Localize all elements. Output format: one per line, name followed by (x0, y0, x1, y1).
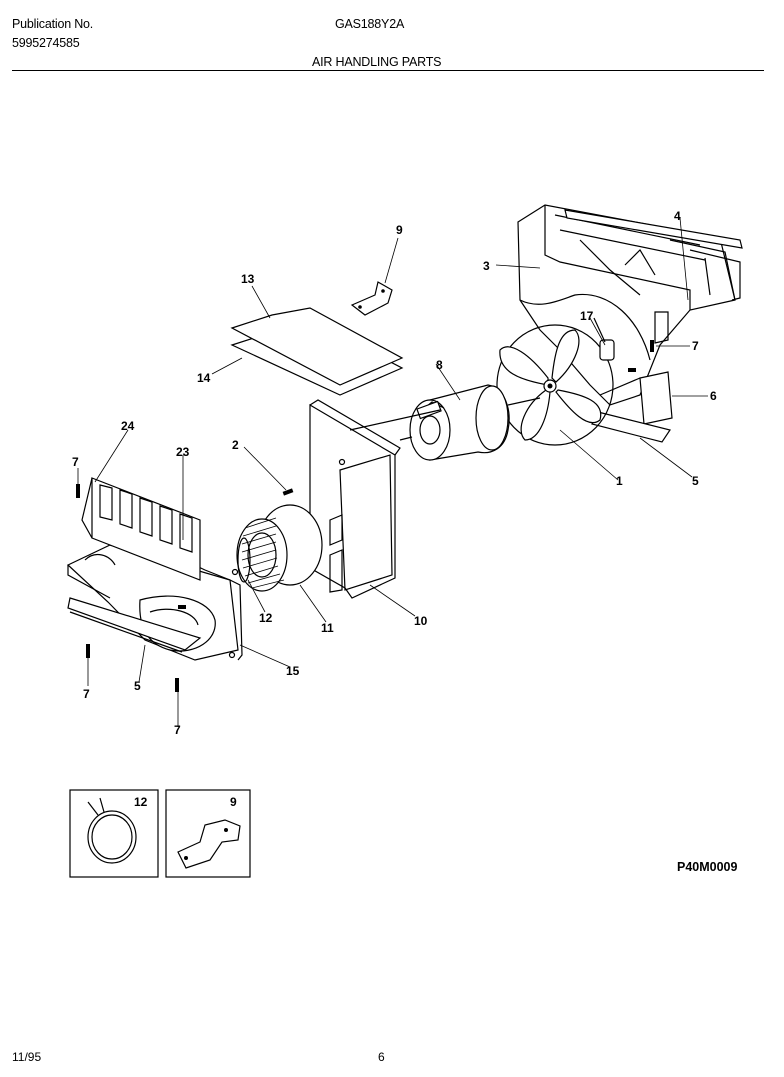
section-title: AIR HANDLING PARTS (312, 55, 442, 69)
inset-12-label: 12 (134, 795, 148, 809)
callout-1: 1 (616, 474, 623, 488)
part-1-fan-blade (496, 324, 614, 446)
footer-date: 11/95 (12, 1050, 42, 1064)
screw-7-top-left (76, 484, 80, 498)
callout-14: 14 (197, 371, 211, 385)
inset-part-9: 9 (165, 789, 251, 878)
callout-9: 9 (396, 223, 403, 237)
callout-13: 13 (241, 272, 255, 286)
callout-15: 15 (286, 664, 300, 678)
part-4-rail (564, 209, 743, 301)
part-6-bracket (599, 311, 673, 425)
part-8-motor (399, 384, 541, 461)
header-rule (12, 70, 764, 71)
part-9-bracket (350, 281, 393, 316)
part-10-panel (309, 399, 441, 599)
callout-labels: 9 13 14 3 4 17 7 6 5 1 8 10 11 12 15 2 2… (72, 209, 717, 737)
callout-12: 12 (259, 611, 273, 625)
screw-misc (178, 368, 636, 609)
part-23-grille-vanes (81, 477, 201, 581)
callout-7-right: 7 (692, 339, 699, 353)
callout-7-bottom-left: 7 (83, 687, 90, 701)
callout-5-right: 5 (692, 474, 699, 488)
callout-3: 3 (483, 259, 490, 273)
part-17-clip (593, 317, 615, 361)
publication-number-label: Publication No. (12, 17, 94, 31)
callout-10: 10 (414, 614, 428, 628)
page-number: 6 (378, 1050, 385, 1064)
part-13-filter (230, 307, 404, 386)
callout-23: 23 (176, 445, 190, 459)
callout-7-bottom-mid: 7 (174, 723, 181, 737)
publication-number: 5995274585 (12, 36, 80, 50)
callout-7-top-left: 7 (72, 455, 79, 469)
screw-7-bottom-mid (175, 678, 179, 692)
part-5-left-rail (67, 597, 202, 653)
inset-9-label: 9 (230, 795, 237, 809)
callout-4: 4 (674, 209, 681, 223)
callout-8: 8 (436, 358, 443, 372)
part-11-blower-wheel (236, 504, 323, 592)
callout-24: 24 (121, 419, 135, 433)
inset-part-12: 12 (69, 789, 159, 878)
screw-7-right (650, 340, 654, 352)
callout-2: 2 (232, 438, 239, 452)
screw-2 (282, 488, 294, 496)
callout-6: 6 (710, 389, 717, 403)
model-number: GAS188Y2A (335, 17, 405, 31)
screw-7-bottom-left (86, 644, 90, 658)
part-12-ring (237, 537, 251, 583)
callout-17: 17 (580, 309, 594, 323)
callout-11: 11 (321, 621, 334, 635)
diagram-code: P40M0009 (677, 860, 738, 874)
leader-lines (77, 217, 708, 727)
callout-5-left: 5 (134, 679, 141, 693)
